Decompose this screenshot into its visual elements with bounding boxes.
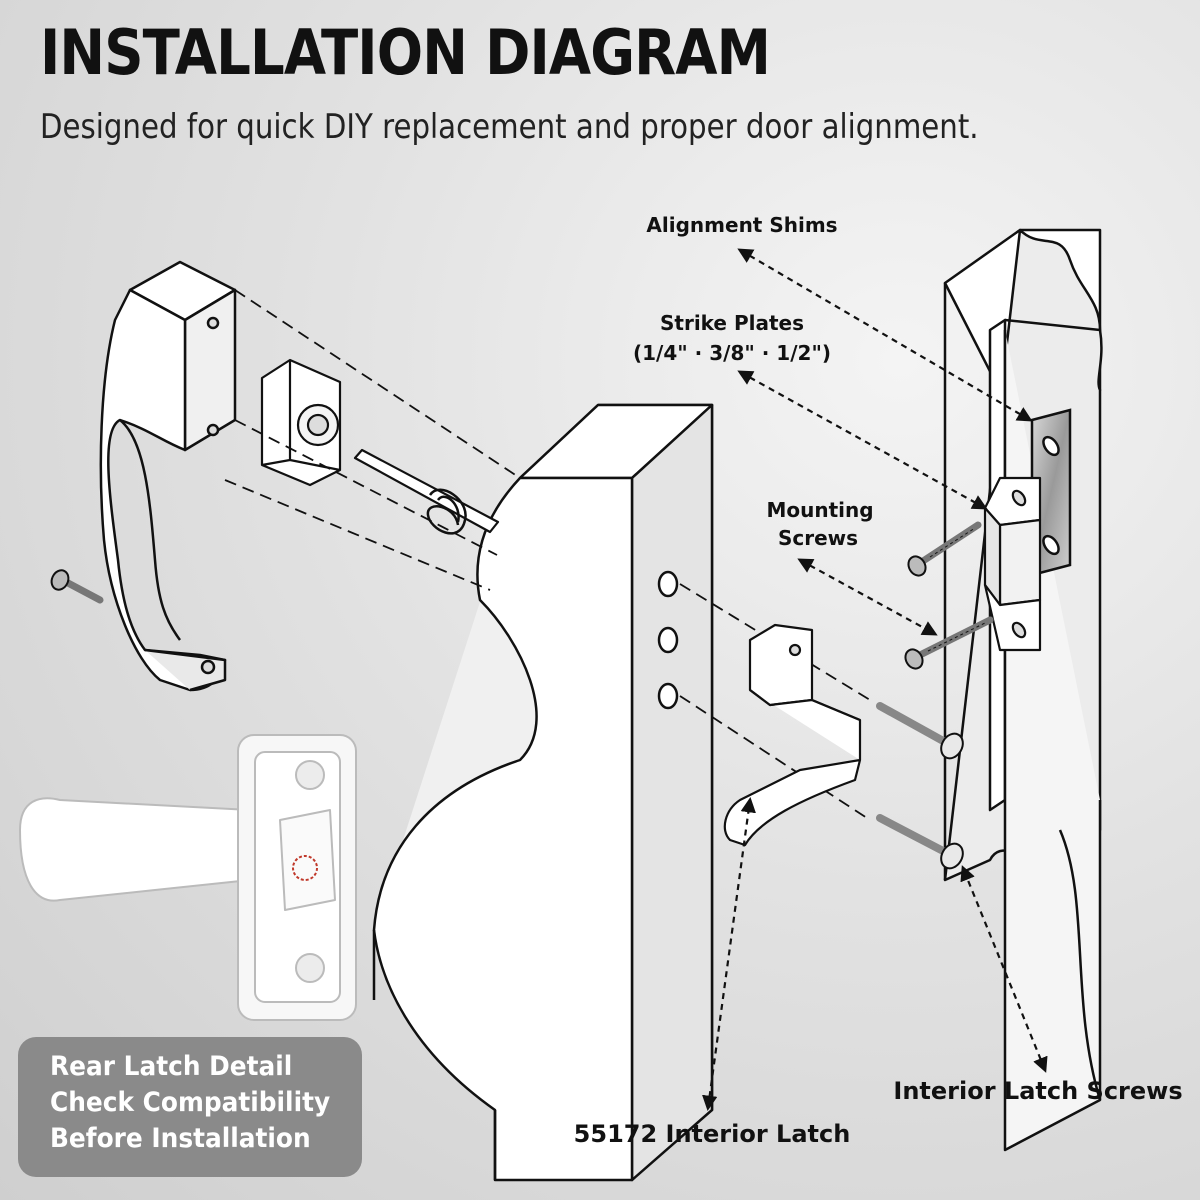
door-frame-jamb xyxy=(943,228,1103,1152)
diagram-title: INSTALLATION DIAGRAM xyxy=(40,16,771,89)
rear-latch-callout: Rear Latch Detail Check Compatibility Be… xyxy=(18,1037,362,1177)
spindle-with-spring xyxy=(353,448,500,535)
exterior-handle xyxy=(99,260,237,692)
door-hole-top xyxy=(657,570,679,598)
diagram-subtitle: Designed for quick DIY replacement and p… xyxy=(40,107,979,147)
door-hole-bottom xyxy=(657,682,679,710)
mounting-screw-upper xyxy=(907,521,982,577)
cylinder-insert xyxy=(260,358,342,487)
mounting-screw-lower xyxy=(904,616,994,670)
rear-latch-detail xyxy=(19,734,357,1021)
callout-line-3: Before Installation xyxy=(50,1123,311,1154)
handle-screw xyxy=(50,569,104,604)
arrow-interior-latch xyxy=(702,796,756,1112)
assembly-guide-lines xyxy=(224,289,871,821)
callout-line-2: Check Compatibility xyxy=(50,1087,331,1118)
callout-line-1: Rear Latch Detail xyxy=(50,1051,293,1082)
arrow-strike-plates xyxy=(737,370,988,510)
strike-plate xyxy=(983,476,1042,652)
label-interior-latch-screws: Interior Latch Screws xyxy=(893,1077,1182,1105)
arrow-mounting-screws xyxy=(797,558,938,636)
label-strike-plates-sizes: (1/4" · 3/8" · 1/2") xyxy=(633,341,831,365)
label-arrows xyxy=(702,248,1048,1112)
door-slab xyxy=(372,403,714,1182)
label-alignment-shims: Alignment Shims xyxy=(646,213,837,237)
label-mounting-screws-line2: Screws xyxy=(778,526,858,550)
alignment-shim-plate xyxy=(1030,408,1072,577)
label-mounting-screws-line1: Mounting xyxy=(766,498,873,522)
interior-latch-part xyxy=(723,623,862,847)
arrow-interior-latch-screws xyxy=(960,865,1048,1073)
door-hole-mid xyxy=(657,626,679,654)
rear-latch-highlight xyxy=(292,855,318,881)
interior-latch-screw-lower xyxy=(876,814,964,870)
interior-latch-screw-upper xyxy=(876,702,964,760)
label-interior-latch: 55172 Interior Latch xyxy=(574,1120,851,1148)
label-strike-plates: Strike Plates xyxy=(660,311,804,335)
